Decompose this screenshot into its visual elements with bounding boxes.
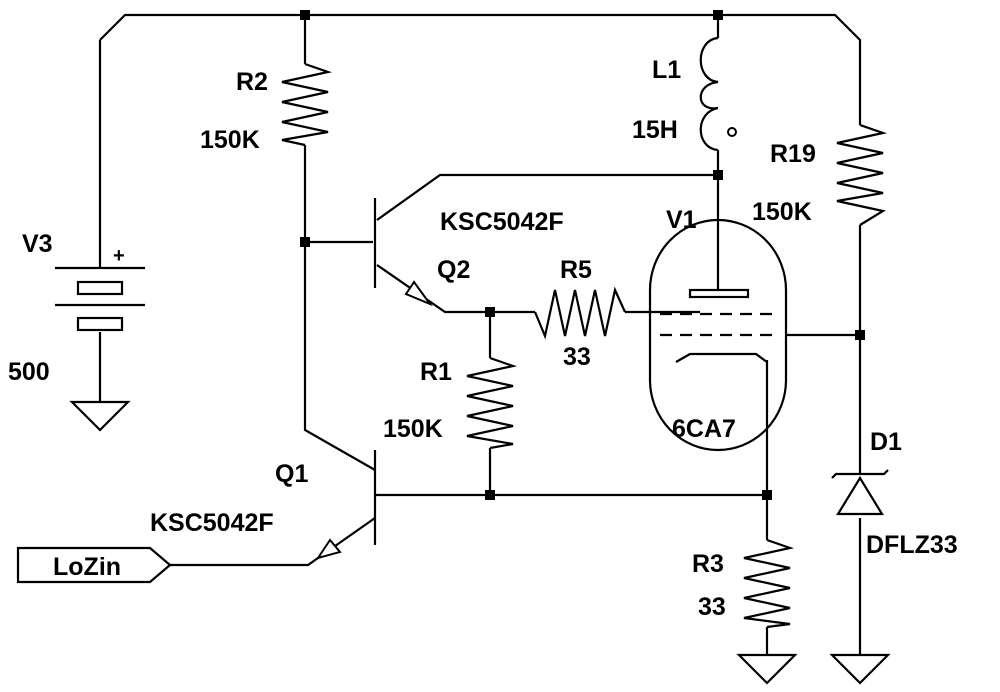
r1-ref-label: R1 (420, 358, 452, 386)
r2-value-label: 150K (200, 126, 260, 154)
wire-r2-q1 (303, 145, 376, 471)
junction-dot (762, 490, 772, 500)
inductor-l1 (699, 36, 737, 152)
wire-q2-collector (376, 173, 718, 221)
d1-part-label: DFLZ33 (866, 531, 958, 559)
d1-ref-label: D1 (870, 428, 902, 456)
junction-dot (855, 330, 865, 340)
r5-ref-label: R5 (560, 256, 592, 284)
zener-diode-d1 (831, 469, 889, 516)
l1-ref-label: L1 (652, 56, 681, 84)
ground-symbol (736, 653, 798, 685)
junction-dot (300, 237, 310, 247)
junctions (300, 10, 865, 500)
r3-ref-label: R3 (692, 550, 724, 578)
wire-top-rail (99, 13, 862, 125)
r19-ref-label: R19 (770, 140, 816, 168)
r1-value-label: 150K (383, 415, 443, 443)
v1-ref-label: V1 (666, 206, 697, 234)
r2-ref-label: R2 (236, 68, 268, 96)
battery-plus-sign: + (113, 245, 125, 267)
resistor-r5 (533, 286, 627, 340)
v3-ref-label: V3 (22, 230, 53, 258)
lozin-port-label: LoZin (53, 553, 121, 581)
transistor-q2 (373, 198, 433, 307)
v3-value-label: 500 (8, 358, 50, 386)
resistor-r3 (743, 538, 795, 629)
junction-dot (485, 307, 495, 317)
v1-part-label: 6CA7 (672, 415, 736, 443)
r3-value-label: 33 (698, 593, 726, 621)
q2-ref-label: Q2 (437, 256, 470, 284)
q1-part-label: KSC5042F (150, 509, 274, 537)
junction-dot (485, 490, 495, 500)
r19-value-label: 150K (752, 198, 812, 226)
resistor-r19 (836, 123, 888, 226)
transistor-q1 (315, 450, 377, 560)
battery-v3: + (55, 245, 145, 332)
junction-dot (713, 170, 723, 180)
resistor-r2 (281, 62, 333, 147)
junction-dot (713, 10, 723, 20)
ground-symbol (829, 653, 891, 685)
port-lozin: LoZin (16, 546, 172, 584)
l1-value-label: 15H (632, 116, 678, 144)
q1-ref-label: Q1 (275, 460, 308, 488)
wire-q1-emitter (170, 517, 376, 567)
junction-dot (300, 10, 310, 20)
r5-value-label: 33 (563, 343, 591, 371)
q2-part-label: KSC5042F (440, 208, 564, 236)
ground-symbol (69, 400, 131, 432)
resistor-r1 (466, 356, 518, 450)
wire-q2-emitter (376, 264, 535, 314)
wires (98, 13, 862, 655)
tube-v1 (648, 218, 788, 452)
